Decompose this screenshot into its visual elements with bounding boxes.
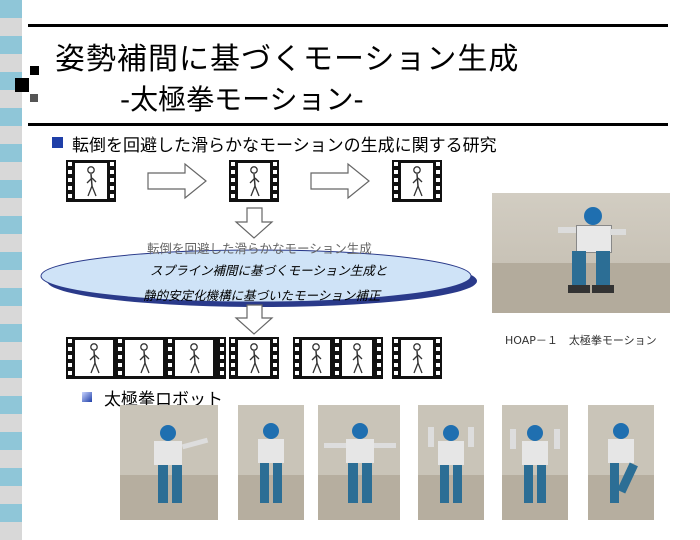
film-frame-3 xyxy=(392,160,442,202)
strip-tile xyxy=(0,108,22,126)
strip-tile xyxy=(0,162,22,180)
top-rule xyxy=(28,24,668,27)
strip-tile xyxy=(0,198,22,216)
flow-diagram xyxy=(40,160,477,402)
strip-tile xyxy=(0,288,22,306)
right-arrow-icon xyxy=(147,162,207,200)
bullet-square-icon xyxy=(52,137,63,148)
strip-tile xyxy=(0,90,22,108)
strip-tile xyxy=(0,180,22,198)
left-decorative-strip xyxy=(0,0,22,540)
process-ellipse xyxy=(40,249,472,303)
strip-tile xyxy=(0,342,22,360)
strip-tile xyxy=(0,504,22,522)
strip-tile xyxy=(0,450,22,468)
ellipse-line-1: スプライン補間に基づくモーション生成と xyxy=(150,263,388,278)
down-arrow-icon xyxy=(234,304,274,335)
film-frame-5 xyxy=(392,337,442,379)
strip-tile xyxy=(0,0,22,18)
strip-tile xyxy=(0,486,22,504)
strip-tile xyxy=(0,306,22,324)
corner-square-small xyxy=(30,66,39,75)
strip-tile xyxy=(0,378,22,396)
strip-tile xyxy=(0,252,22,270)
strip-tile xyxy=(0,270,22,288)
strip-tile xyxy=(0,54,22,72)
strip-tile xyxy=(0,360,22,378)
strip-tile xyxy=(0,324,22,342)
film-strip-a xyxy=(66,337,226,379)
sub-bullet-text: 太極拳ロボット xyxy=(104,390,223,410)
sub-bullet-icon xyxy=(82,392,92,402)
strip-tile xyxy=(0,396,22,414)
film-frame-2 xyxy=(229,160,279,202)
photo-caption: HOAP－１ 太極拳モーション xyxy=(505,334,657,347)
strip-tile xyxy=(0,126,22,144)
strip-tile xyxy=(0,432,22,450)
strip-tile xyxy=(0,216,22,234)
strip-tile xyxy=(0,36,22,54)
strip-tile xyxy=(0,468,22,486)
slide-subtitle: -太極拳モーション- xyxy=(120,83,364,116)
film-frame-4 xyxy=(229,337,279,379)
bullet-text: 転倒を回避した滑らかなモーションの生成に関する研究 xyxy=(72,136,497,156)
strip-tile xyxy=(0,414,22,432)
strip-tile xyxy=(0,144,22,162)
flow-label: 転倒を回避した滑らかなモーション生成 xyxy=(147,241,372,256)
down-arrow-icon xyxy=(234,207,274,239)
corner-square-tiny xyxy=(30,94,38,102)
title-rule xyxy=(28,123,668,126)
film-strip-b xyxy=(293,337,383,379)
ellipse-line-2: 静的安定化機構に基づいたモーション補正 xyxy=(143,288,381,303)
right-arrow-icon xyxy=(310,162,370,200)
corner-square-large xyxy=(15,78,29,92)
film-frame-1 xyxy=(66,160,116,202)
slide-title: 姿勢補間に基づくモーション生成 xyxy=(55,42,520,77)
strip-tile xyxy=(0,234,22,252)
robot-photo xyxy=(492,193,670,313)
strip-tile xyxy=(0,18,22,36)
